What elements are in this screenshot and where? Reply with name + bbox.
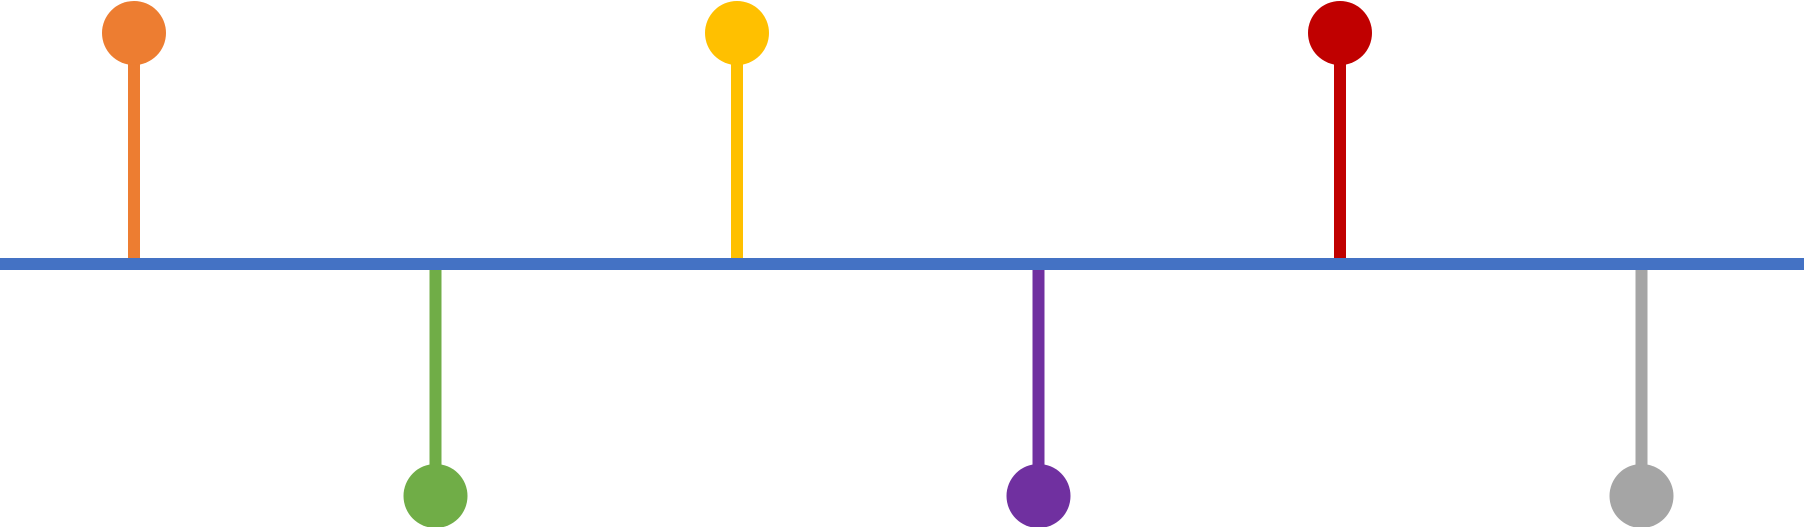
timeline-axis <box>0 258 1804 270</box>
marker-stem-6 <box>1635 270 1648 496</box>
marker-stem-4 <box>1032 270 1045 496</box>
marker-dot-3 <box>705 1 769 65</box>
marker-stem-2 <box>429 270 442 496</box>
marker-dot-1 <box>102 1 166 65</box>
marker-dot-6 <box>1609 464 1674 527</box>
marker-stems <box>128 33 1648 496</box>
marker-stem-5 <box>1334 33 1346 258</box>
marker-dot-2 <box>403 464 468 527</box>
marker-dots <box>102 1 1674 527</box>
marker-stem-3 <box>731 33 743 258</box>
marker-dot-4 <box>1006 464 1071 527</box>
marker-dot-5 <box>1308 1 1372 65</box>
marker-stem-1 <box>128 33 140 258</box>
